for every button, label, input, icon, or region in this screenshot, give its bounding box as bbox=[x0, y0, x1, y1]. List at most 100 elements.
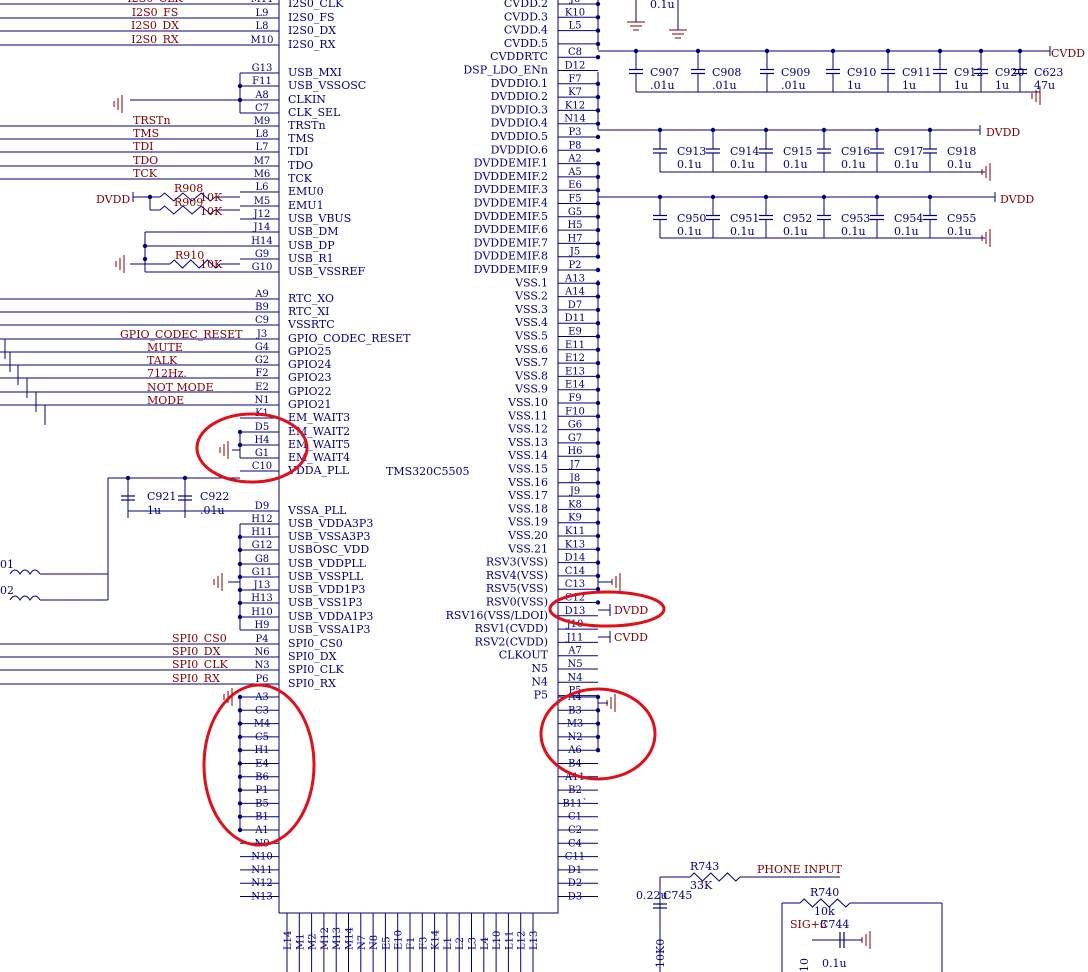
pin-number: A1 bbox=[254, 825, 269, 836]
junction-dot bbox=[595, 440, 601, 446]
pin-number: F11 bbox=[252, 76, 272, 87]
ground-symbol bbox=[981, 229, 991, 247]
junction-dot bbox=[237, 561, 243, 567]
pin-number: M6 bbox=[254, 169, 271, 180]
junction-dot bbox=[237, 83, 243, 89]
resistor-value: 10K bbox=[200, 258, 223, 271]
pin-number: G2 bbox=[255, 355, 269, 366]
ground-symbol bbox=[611, 573, 621, 591]
pin-name: RSV3(VSS) bbox=[486, 556, 548, 569]
ground-symbol bbox=[219, 441, 229, 459]
pin-name: CVDD.2 bbox=[504, 0, 548, 10]
ground-symbol bbox=[861, 931, 871, 949]
pin-number: N6 bbox=[254, 647, 269, 658]
pin-number: E14 bbox=[565, 380, 585, 391]
pin-number: H7 bbox=[567, 233, 582, 244]
pin-number: A3 bbox=[254, 692, 269, 703]
dvdd-label: DVDD bbox=[96, 193, 130, 206]
resistor-ref: R909 bbox=[174, 196, 203, 209]
pin-number: P3 bbox=[568, 127, 581, 138]
inductor bbox=[9, 569, 41, 575]
pin-name: DSP_LDO_ENn bbox=[463, 64, 548, 77]
junction-dot bbox=[237, 614, 243, 620]
pin-number: L13 bbox=[529, 931, 540, 950]
net-label: 712Hz. bbox=[147, 367, 187, 380]
junction-dot bbox=[595, 587, 601, 592]
pin-name: VSS.20 bbox=[507, 529, 548, 542]
pin-number: K13 bbox=[565, 539, 585, 550]
junction-dot bbox=[595, 281, 601, 286]
pin-name: DVDDIO.3 bbox=[491, 103, 548, 116]
pin-number: A13 bbox=[564, 273, 585, 284]
pin-number: J12 bbox=[253, 209, 271, 220]
pin-number: E5 bbox=[381, 936, 392, 950]
junction-dot bbox=[595, 400, 601, 406]
cap-ref: C915 bbox=[783, 145, 812, 158]
junction-dot bbox=[595, 334, 601, 339]
resistor-zigzag bbox=[169, 259, 221, 269]
junction-dot bbox=[595, 108, 601, 113]
pin-name: VDDA_PLL bbox=[287, 464, 350, 477]
cap-value: 47u bbox=[1034, 79, 1055, 92]
cap-ref: C744 bbox=[820, 918, 849, 931]
pin-number: N1 bbox=[254, 395, 269, 406]
pin-name: N4 bbox=[531, 675, 548, 688]
cap-ref: C912 bbox=[954, 66, 983, 79]
pin-number: E4 bbox=[255, 759, 269, 770]
cap-value: .01u bbox=[650, 79, 675, 92]
pin-number: D14 bbox=[565, 553, 586, 564]
cap-ref: C907 bbox=[650, 66, 679, 79]
junction-dot bbox=[595, 427, 601, 432]
net-label: SPI0_RX bbox=[172, 672, 220, 685]
decoupling-network: 0.1uCVDDC907.01uC908.01uC909.01uC9101uC9… bbox=[597, 0, 1085, 644]
pin-name: EM_WAIT3 bbox=[288, 411, 350, 424]
junction-dot bbox=[595, 227, 601, 233]
cap-ref: C909 bbox=[781, 66, 810, 79]
pin-number: L8 bbox=[255, 129, 268, 140]
pin-number: M7 bbox=[254, 156, 271, 167]
cvdd-label: CVDD bbox=[614, 631, 648, 644]
cap-ref: C950 bbox=[677, 212, 706, 225]
pin-number: D13 bbox=[565, 606, 586, 617]
net-label: TDO bbox=[133, 154, 158, 167]
cap-value: 0.1u bbox=[677, 158, 702, 171]
pin-number: D7 bbox=[568, 300, 582, 311]
pin-number: G1 bbox=[255, 448, 269, 459]
pin-name: USB_VDDA3P3 bbox=[288, 517, 373, 530]
net-label: I2S0_CLK bbox=[127, 0, 183, 5]
junction-dot bbox=[142, 256, 148, 262]
cap-ref: C908 bbox=[712, 66, 741, 79]
pin-number: L5 bbox=[568, 21, 581, 32]
pin-number: H13 bbox=[251, 593, 272, 604]
pin-number: H10 bbox=[251, 607, 272, 618]
pin-name: USB_VSSA1P3 bbox=[288, 623, 371, 636]
pin-name: VSS.4 bbox=[514, 316, 548, 329]
pin-number: D12 bbox=[565, 61, 586, 72]
pin-number: N3 bbox=[254, 660, 269, 671]
cap-ref: C953 bbox=[841, 212, 870, 225]
pin-number: L7 bbox=[255, 142, 268, 153]
pin-name: VSS.15 bbox=[507, 463, 548, 476]
junction-dot bbox=[595, 121, 601, 126]
net-label: 02 bbox=[0, 584, 14, 597]
pin-number: M5 bbox=[254, 196, 271, 207]
pin-name: EMU1 bbox=[288, 199, 324, 212]
junction-dot bbox=[595, 573, 601, 579]
pin-number: L8 bbox=[255, 21, 268, 32]
junction-dot bbox=[595, 748, 601, 753]
pin-number: C4 bbox=[568, 838, 582, 849]
chip-pins: M11I2S0_CLKL9I2S0_FSL8I2S0_DXM10I2S0_RXG… bbox=[223, 0, 621, 972]
pin-number: J13 bbox=[253, 580, 271, 591]
pin-name: CVDDRTC bbox=[490, 50, 548, 63]
pin-number: F5 bbox=[568, 194, 581, 205]
net-label: GPIO_CODEC_RESET bbox=[120, 328, 243, 341]
junction-dot bbox=[595, 387, 601, 392]
pin-number: C10 bbox=[252, 461, 272, 472]
pin-name: EMU0 bbox=[288, 185, 324, 198]
pin-name: USB_VSS1P3 bbox=[288, 596, 363, 609]
junction-dot bbox=[237, 442, 243, 448]
cap-ref: C910 bbox=[847, 66, 876, 79]
cap-value: 0.1u bbox=[730, 158, 755, 171]
red-annotations bbox=[195, 412, 666, 847]
resistor-value: 10K bbox=[200, 191, 223, 204]
